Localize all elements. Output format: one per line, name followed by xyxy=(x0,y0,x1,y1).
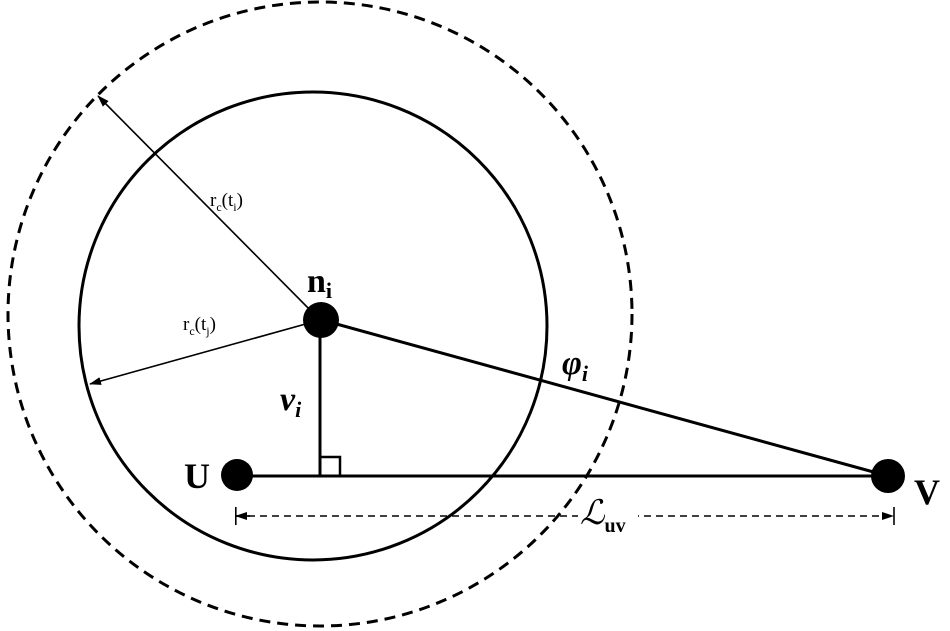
node-u xyxy=(221,459,253,491)
node-v-label: V xyxy=(914,472,940,512)
outer-radius-arrow xyxy=(97,95,321,321)
ni-to-v-line xyxy=(321,318,889,478)
node-ni-label: ni xyxy=(307,263,332,303)
angle-phi-label: φi xyxy=(562,345,589,386)
inner-radius-label: rc(tj) xyxy=(183,314,216,338)
length-luv-label: ℒuv xyxy=(580,495,626,537)
node-u-label: U xyxy=(184,456,210,496)
node-v xyxy=(871,459,905,493)
outer-range-circle xyxy=(6,0,634,628)
node-ni xyxy=(303,302,339,338)
length-label-bg xyxy=(578,498,638,534)
inner-radius-arrow xyxy=(89,319,321,385)
right-angle-marker xyxy=(318,455,342,478)
distance-vi-label: vi xyxy=(280,381,302,422)
outer-radius-label: rc(ti) xyxy=(210,190,243,214)
inner-range-circle xyxy=(77,90,549,562)
